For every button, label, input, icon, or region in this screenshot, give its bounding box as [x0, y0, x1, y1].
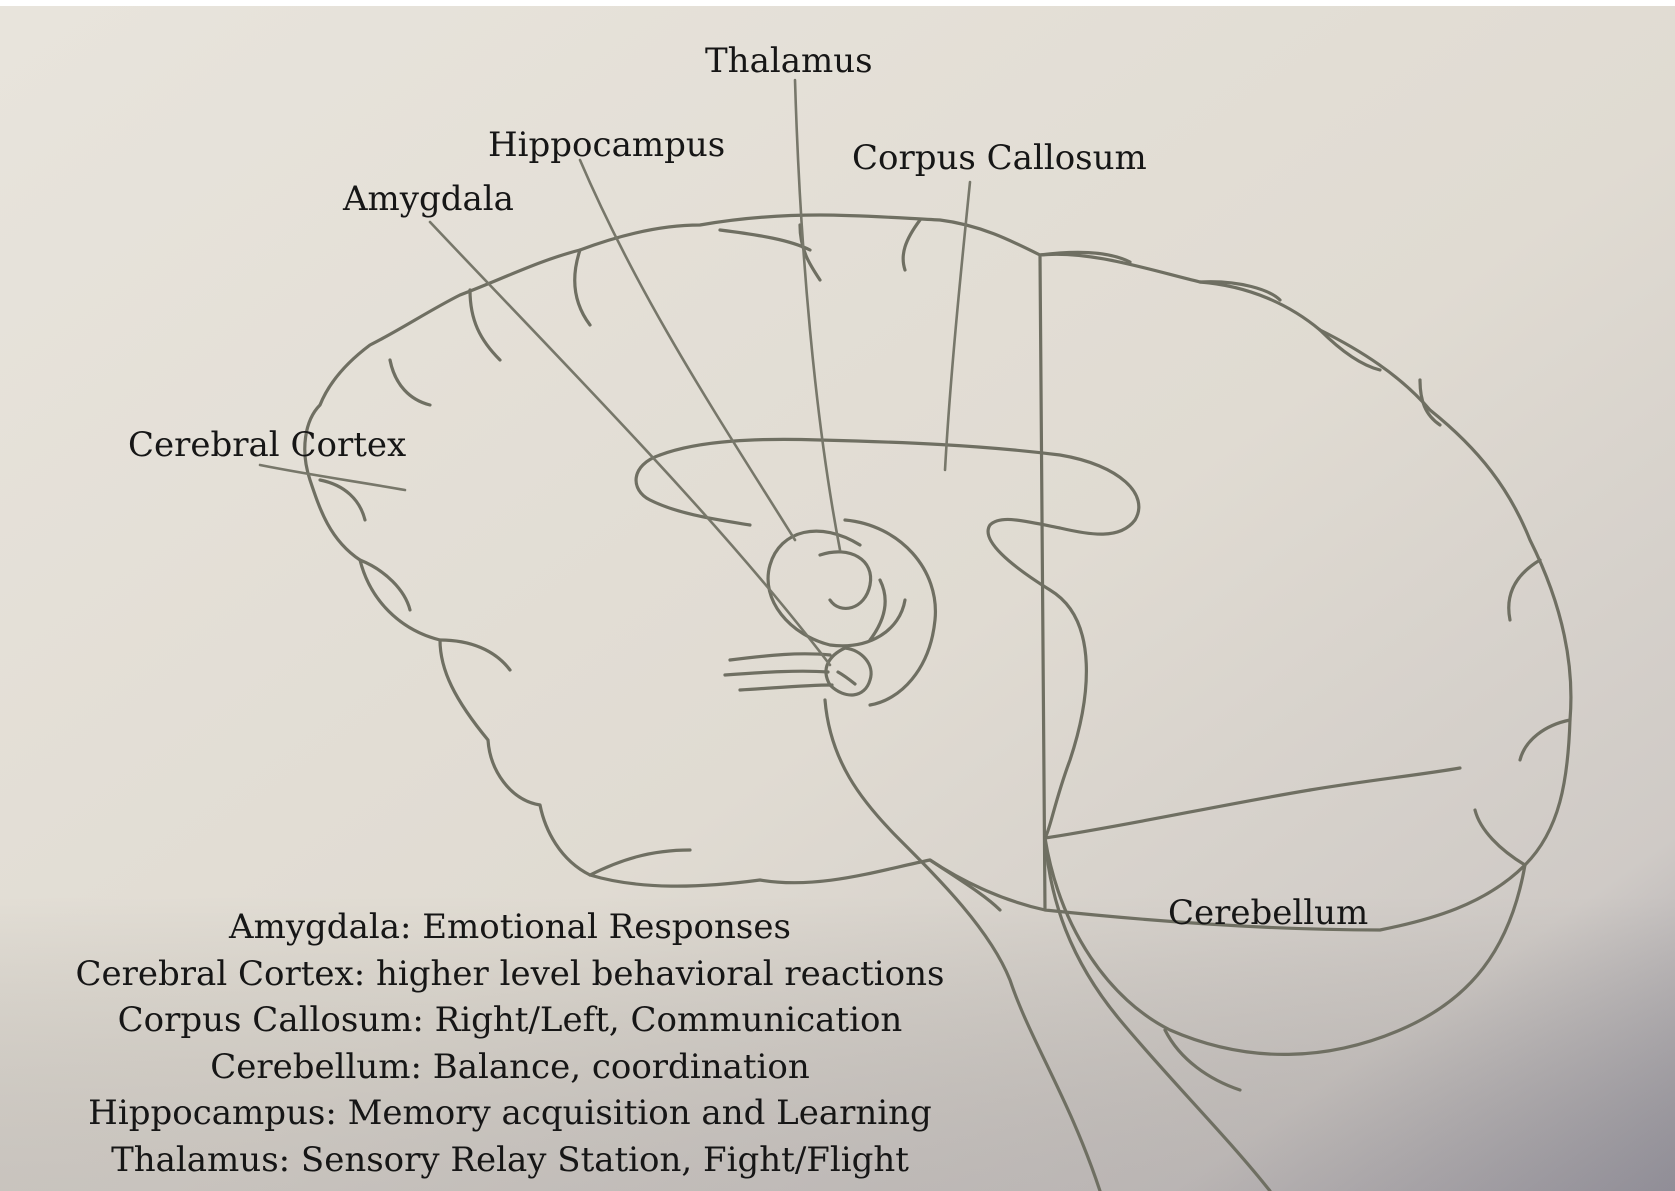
legend: Amygdala: Emotional Responses Cerebral C…	[60, 904, 960, 1183]
label-corpus-callosum: Corpus Callosum	[852, 141, 1147, 175]
cerebellum-fold	[1165, 1030, 1240, 1090]
label-cerebral-cortex: Cerebral Cortex	[128, 428, 406, 462]
cerebrum-outline	[305, 215, 1571, 930]
legend-item-thalamus: Thalamus: Sensory Relay Station, Fight/F…	[60, 1137, 960, 1184]
label-thalamus: Thalamus	[705, 44, 873, 78]
gyrus-line	[440, 640, 510, 670]
fiber-line	[740, 685, 832, 690]
leader-line-cerebral-cortex	[260, 465, 405, 490]
amygdala-shape	[826, 648, 871, 695]
leader-line-amygdala	[430, 222, 830, 665]
fiber-line	[730, 654, 830, 660]
leader-line-thalamus	[795, 80, 840, 550]
gyrus-line	[390, 360, 430, 405]
label-cerebellum: Cerebellum	[1168, 896, 1368, 930]
label-hippocampus: Hippocampus	[488, 128, 725, 162]
amygdala-shape	[838, 672, 855, 684]
fiber-line	[725, 671, 828, 675]
gyrus-line	[720, 230, 810, 250]
legend-item-cerebellum: Cerebellum: Balance, coordination	[60, 1044, 960, 1091]
legend-item-cerebral-cortex: Cerebral Cortex: higher level behavioral…	[60, 951, 960, 998]
legend-item-amygdala: Amygdala: Emotional Responses	[60, 904, 960, 951]
legend-item-corpus-callosum: Corpus Callosum: Right/Left, Communicati…	[60, 997, 960, 1044]
corpus-callosum-shape	[660, 439, 1139, 838]
gyrus-line	[575, 250, 590, 325]
brainstem-outline	[930, 860, 1000, 910]
limbic-spiral	[820, 552, 871, 609]
legend-item-hippocampus: Hippocampus: Memory acquisition and Lear…	[60, 1090, 960, 1137]
limbic-spiral	[870, 580, 885, 640]
limbic-spiral	[845, 520, 935, 705]
gyrus-line	[1520, 720, 1570, 760]
cerebellum-outline	[1045, 838, 1525, 1054]
gyrus-line	[903, 220, 920, 270]
gyrus-line	[1509, 560, 1540, 620]
gyrus-line	[320, 480, 365, 520]
corpus-callosum-shape	[636, 455, 750, 525]
gyrus-line	[1045, 790, 1310, 838]
gyrus-line	[1310, 768, 1460, 790]
leader-line-corpus-callosum	[945, 182, 970, 470]
gyrus-line	[360, 560, 410, 610]
gyrus-line	[590, 850, 690, 875]
gyrus-line	[1420, 380, 1440, 425]
label-amygdala: Amygdala	[343, 182, 514, 216]
gyrus-line	[1475, 810, 1525, 865]
gyrus-line	[470, 290, 500, 360]
